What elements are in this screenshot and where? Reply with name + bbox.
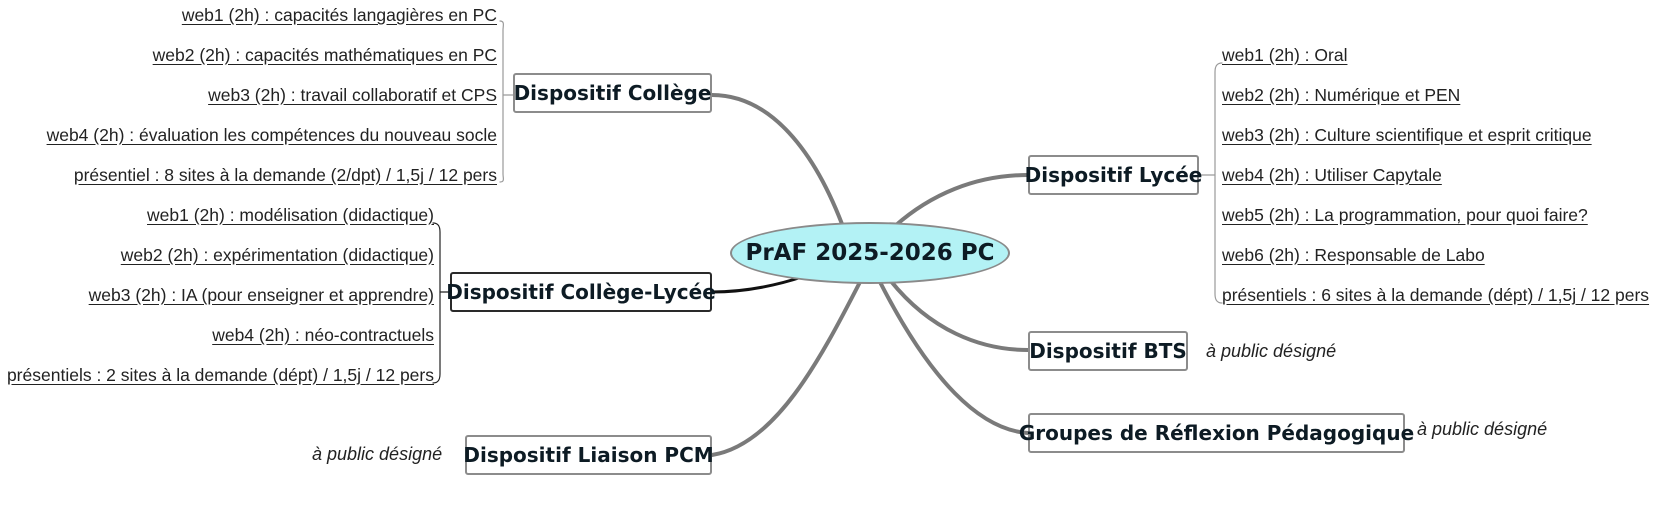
college-lycee-item-4[interactable]: web4 (2h) : néo-contractuels	[212, 325, 434, 345]
lycee-item-3[interactable]: web3 (2h) : Culture scientifique et espr…	[1222, 125, 1592, 145]
branch-college-lycee[interactable]: Dispositif Collège-Lycée	[446, 272, 716, 312]
lycee-item-2[interactable]: web2 (2h) : Numérique et PEN	[1222, 85, 1461, 105]
college-item-1[interactable]: web1 (2h) : capacités langagières en PC	[181, 5, 497, 25]
college-lycee-item-2[interactable]: web2 (2h) : expérimentation (didactique)	[120, 245, 434, 265]
lycee-item-4[interactable]: web4 (2h) : Utiliser Capytale	[1222, 165, 1442, 185]
lycee-item-7[interactable]: présentiels : 6 sites à la demande (dépt…	[1222, 285, 1650, 305]
college-lycee-item-1[interactable]: web1 (2h) : modélisation (didactique)	[147, 205, 434, 225]
branch-groupes-reflexion-label: Groupes de Réflexion Pédagogique	[1018, 421, 1415, 445]
central-topic-label: PrAF 2025-2026 PC	[745, 240, 995, 266]
branch-bts[interactable]: Dispositif BTS	[1028, 331, 1188, 371]
college-item-3[interactable]: web3 (2h) : travail collaboratif et CPS	[208, 85, 497, 105]
groupes-reflexion-note: à public désigné	[1417, 419, 1548, 439]
college-item-4[interactable]: web4 (2h) : évaluation les compétences d…	[46, 125, 497, 145]
college-lycee-item-5[interactable]: présentiels : 2 sites à la demande (dépt…	[6, 365, 434, 385]
branch-bts-label: Dispositif BTS	[1029, 339, 1187, 363]
branch-lycee[interactable]: Dispositif Lycée	[1025, 155, 1202, 195]
college-lycee-item-3[interactable]: web3 (2h) : IA (pour enseigner et appren…	[88, 285, 434, 305]
lycee-item-5[interactable]: web5 (2h) : La programmation, pour quoi …	[1222, 205, 1588, 225]
branch-college-lycee-label: Dispositif Collège-Lycée	[446, 280, 716, 304]
lycee-item-1[interactable]: web1 (2h) : Oral	[1222, 45, 1348, 65]
branch-college[interactable]: Dispositif Collège	[513, 73, 712, 113]
lycee-item-6[interactable]: web6 (2h) : Responsable de Labo	[1222, 245, 1485, 265]
college-item-2[interactable]: web2 (2h) : capacités mathématiques en P…	[152, 45, 497, 65]
branch-lycee-label: Dispositif Lycée	[1024, 163, 1203, 187]
college-item-5[interactable]: présentiel : 8 sites à la demande (2/dpt…	[73, 165, 497, 185]
central-topic[interactable]: PrAF 2025-2026 PC	[730, 222, 1010, 284]
branch-college-label: Dispositif Collège	[513, 81, 712, 105]
branch-liaison-pcm[interactable]: Dispositif Liaison PCM	[463, 435, 714, 475]
branch-groupes-reflexion[interactable]: Groupes de Réflexion Pédagogique	[1019, 413, 1414, 453]
liaison-pcm-note: à public désigné	[312, 444, 443, 464]
branch-liaison-pcm-label: Dispositif Liaison PCM	[463, 443, 714, 467]
bts-note: à public désigné	[1206, 341, 1337, 361]
